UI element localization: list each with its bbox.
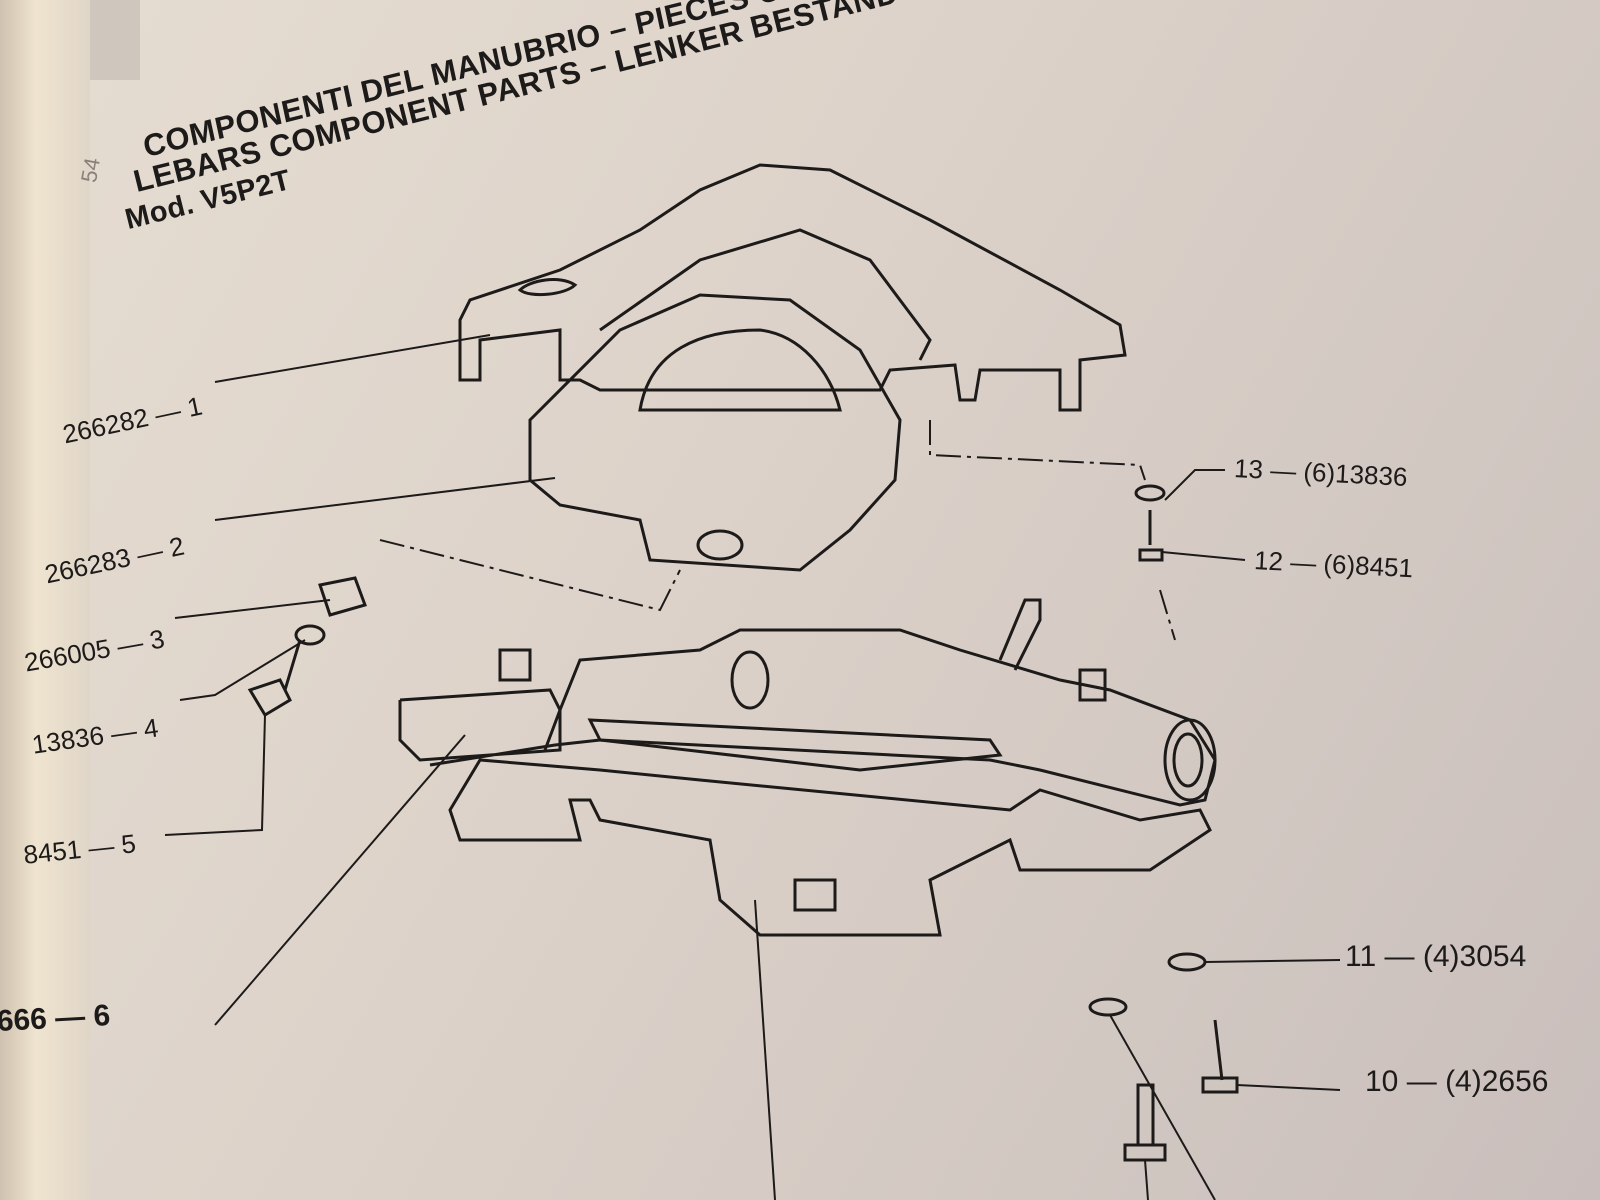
part-6-handlebar-tube xyxy=(398,628,1217,807)
part-4-washer xyxy=(294,624,326,646)
part-1-upper-cover xyxy=(458,163,1127,412)
adjacent-page-edge xyxy=(0,0,90,1200)
callout-6: 666 — 6 xyxy=(0,999,112,1038)
part-3-clip xyxy=(318,576,367,617)
part-1-slot xyxy=(517,278,578,297)
callout-10: 10 — (4)2656 xyxy=(1365,1065,1549,1098)
part-2-inner-cover xyxy=(528,293,902,572)
part-10-screw xyxy=(1201,1019,1239,1094)
part-5-screw xyxy=(247,639,302,718)
part-6-lower-cover xyxy=(448,758,1212,937)
part-13-washer xyxy=(1134,484,1166,502)
part-12-screw xyxy=(1138,510,1164,562)
part-9-washer xyxy=(1088,997,1128,1017)
part-8-bolt xyxy=(1123,1083,1167,1162)
part-11-washer xyxy=(1167,952,1207,972)
callout-11: 11 — (4)3054 xyxy=(1345,940,1527,973)
